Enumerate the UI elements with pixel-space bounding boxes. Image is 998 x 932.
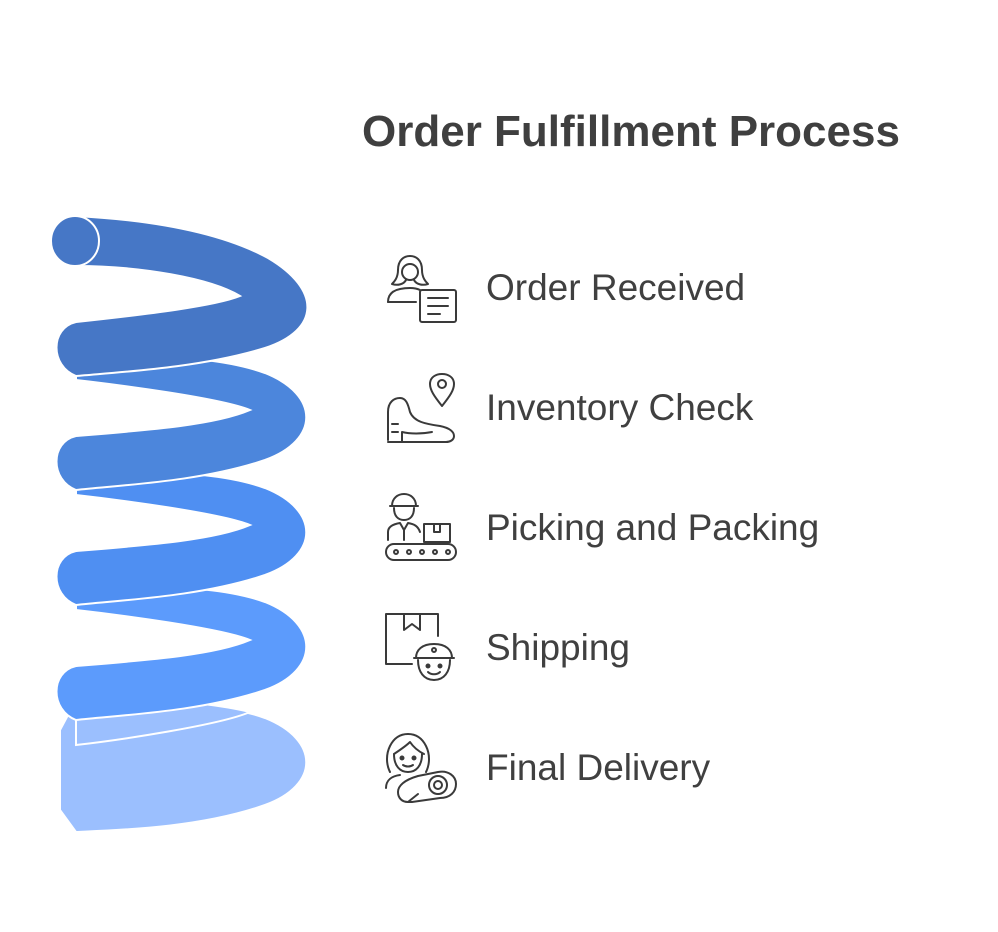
step-final-delivery: Final Delivery bbox=[382, 728, 982, 808]
box-courier-icon bbox=[385, 613, 455, 681]
map-pin-shoe-icon bbox=[387, 373, 455, 443]
step-shipping: Shipping bbox=[382, 608, 982, 688]
person-package-icon bbox=[385, 733, 457, 803]
step-picking-and-packing: Picking and Packing bbox=[382, 488, 982, 568]
spring-coil-graphic bbox=[50, 214, 309, 834]
step-label-inventory-check: Inventory Check bbox=[486, 387, 754, 428]
coil-segment-4 bbox=[55, 581, 308, 722]
step-label-final-delivery: Final Delivery bbox=[486, 747, 711, 788]
coil-back-band-3 bbox=[55, 466, 308, 607]
coil-back-band-2 bbox=[55, 350, 308, 492]
coil-end-cap bbox=[50, 215, 100, 267]
coil-segment-2 bbox=[55, 350, 308, 492]
coil-segment-3 bbox=[55, 466, 308, 607]
step-label-picking-and-packing: Picking and Packing bbox=[486, 507, 820, 548]
coil-back-band-1 bbox=[55, 214, 309, 378]
person-document-icon bbox=[387, 255, 457, 323]
step-label-order-received: Order Received bbox=[486, 267, 746, 308]
step-order-received: Order Received bbox=[382, 248, 982, 328]
step-inventory-check: Inventory Check bbox=[382, 368, 982, 448]
worker-conveyor-icon bbox=[385, 493, 457, 561]
coil-segment-1 bbox=[50, 214, 309, 378]
diagram-title: Order Fulfillment Process bbox=[362, 107, 900, 156]
coil-back-band-4 bbox=[55, 581, 308, 722]
step-label-shipping: Shipping bbox=[486, 627, 631, 668]
